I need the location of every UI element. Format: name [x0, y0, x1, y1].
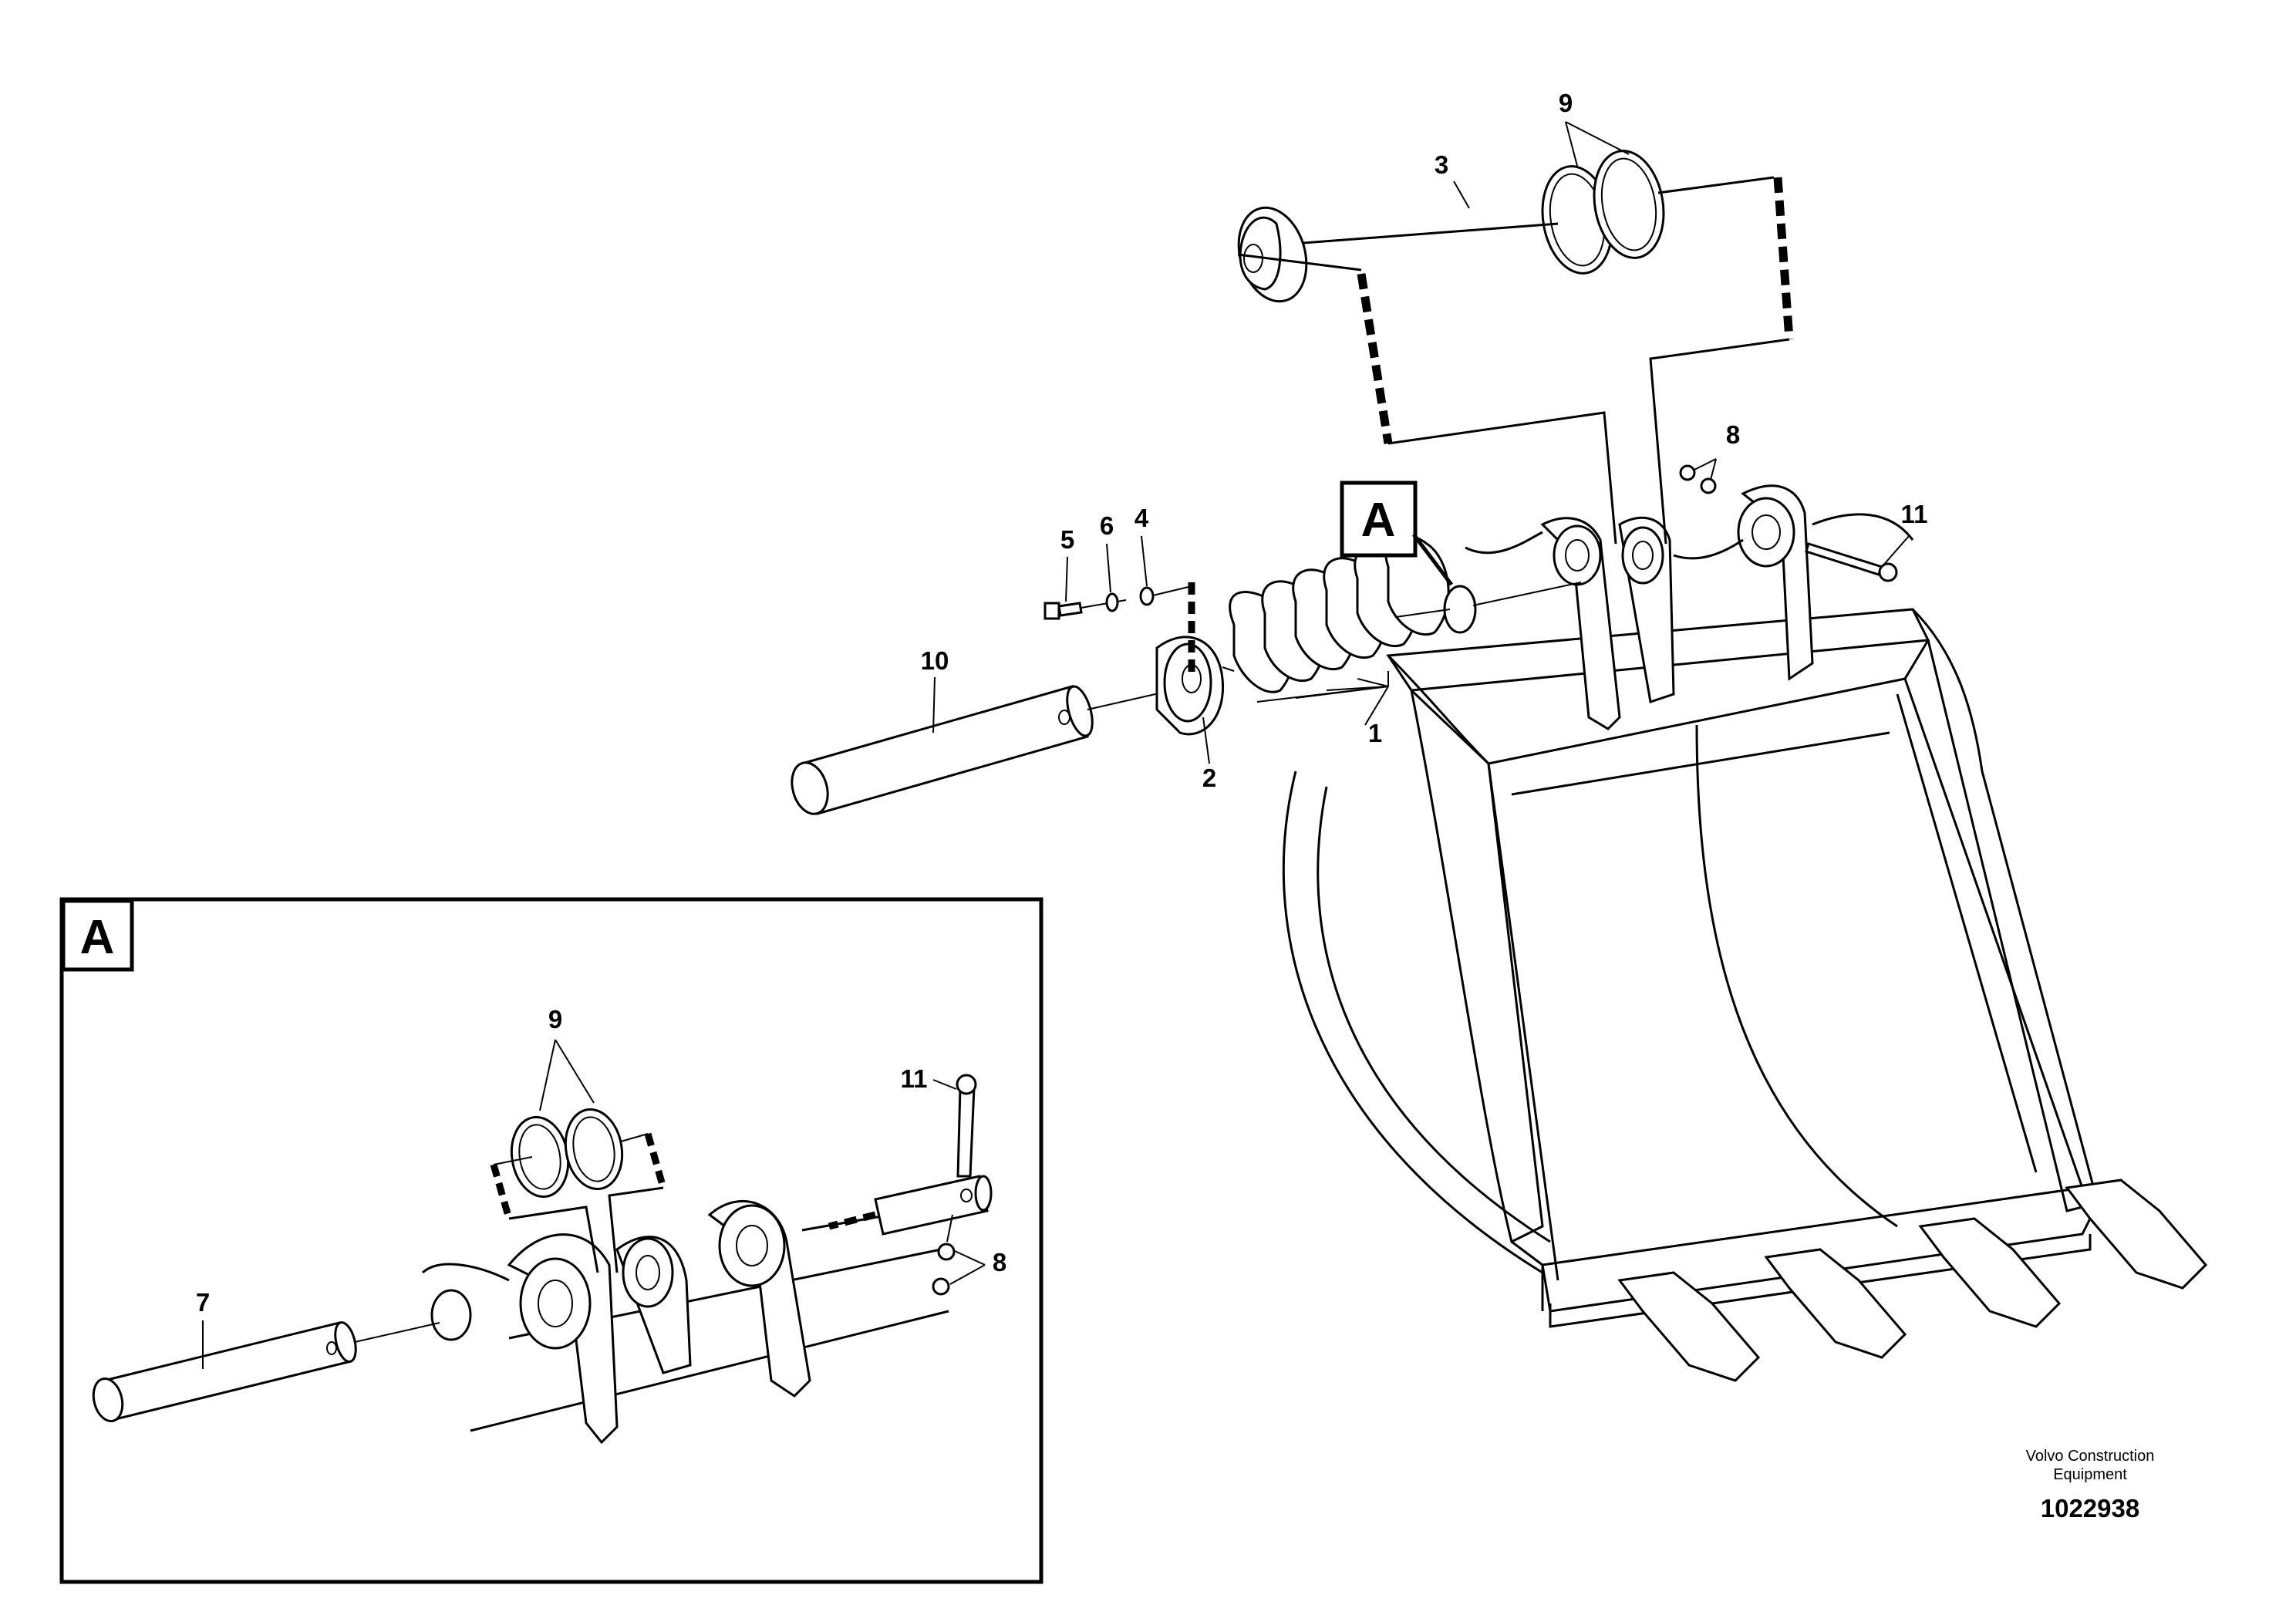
lock-plate-2 — [1155, 636, 1235, 736]
detail-box-letter: A — [80, 911, 115, 964]
callout-a: A — [1340, 481, 1453, 586]
washer-6 — [1105, 592, 1119, 612]
nuts-8 — [1679, 458, 1717, 494]
detail-label-7: 7 — [196, 1288, 210, 1317]
label-2: 2 — [1202, 764, 1216, 792]
bucket — [1282, 608, 2099, 1328]
label-9: 9 — [1559, 89, 1573, 117]
label-1: 1 — [1368, 719, 1382, 747]
detail-box-a: A — [59, 897, 1043, 1584]
label-5: 5 — [1060, 525, 1074, 554]
company-name-line2: Equipment — [2053, 1466, 2127, 1483]
label-11: 11 — [1901, 500, 1928, 528]
bushing-3 — [1237, 206, 1308, 303]
label-10: 10 — [921, 646, 949, 675]
company-name-line1: Volvo Construction — [2026, 1448, 2155, 1465]
bolt-11 — [1805, 535, 1910, 582]
upper-bracket-frame — [1237, 176, 1794, 545]
shims-1 — [1229, 534, 1450, 703]
callout-a-letter: A — [1361, 494, 1396, 547]
detail-label-11: 11 — [901, 1064, 928, 1093]
main-labels: 1 2 3 4 5 6 8 9 10 11 — [921, 89, 1928, 792]
seal-rings-9 — [1541, 150, 1665, 275]
label-6: 6 — [1100, 511, 1114, 540]
label-8: 8 — [1726, 420, 1740, 449]
drawing-footer: Volvo Construction Equipment 1022938 — [2026, 1448, 2155, 1523]
label-4: 4 — [1135, 504, 1149, 532]
detail-label-9: 9 — [548, 1005, 562, 1034]
seal-ring — [1395, 582, 1582, 634]
label-3: 3 — [1435, 150, 1448, 179]
bucket-teeth — [1617, 1179, 2208, 1382]
drawing-number: 1022938 — [2041, 1494, 2139, 1523]
detail-label-8: 8 — [993, 1248, 1006, 1276]
bucket-ear-lugs — [1465, 484, 1914, 730]
pin-10 — [791, 685, 1173, 815]
screw-5 — [1043, 599, 1127, 620]
washer-4 — [1139, 585, 1192, 606]
